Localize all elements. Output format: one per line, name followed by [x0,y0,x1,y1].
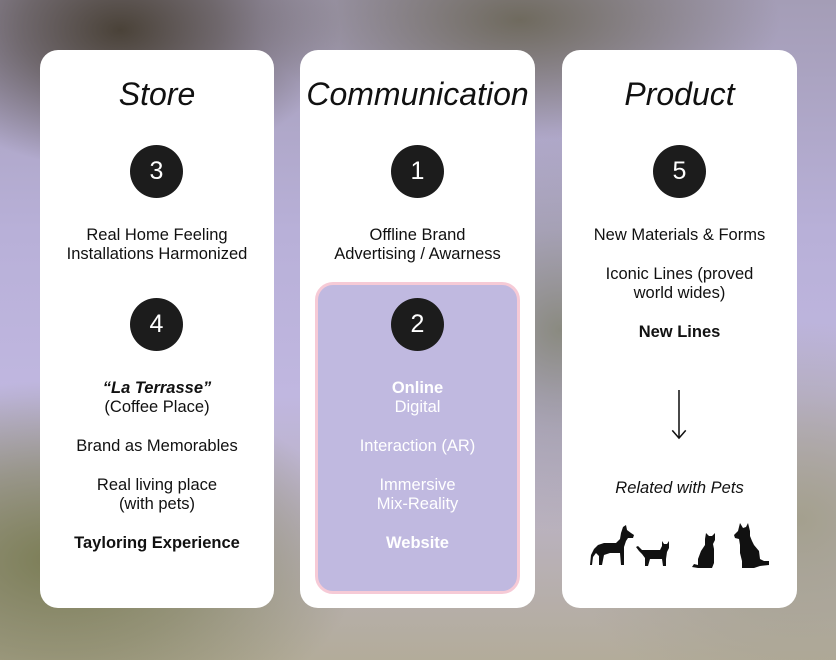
communication-step-badge-2: 2 [391,298,444,351]
store-home-feeling: Real Home Feeling [40,226,274,245]
product-step-badge-5: 5 [653,145,706,198]
product-world-wides: world wides) [562,284,797,303]
interaction-label: Interaction (AR) [318,437,517,456]
product-new-lines: New Lines [562,323,797,342]
sitting-cat-icon [692,533,718,569]
dog-icon [590,525,636,569]
digital-label: Digital [318,398,517,417]
communication-step-badge-1: 1 [391,145,444,198]
communication-title: Communication [300,76,535,112]
communication-offline-brand: Offline Brand [300,226,535,245]
communication-advertising: Advertising / Awarness [300,245,535,264]
store-title: Store [40,76,274,112]
cat-icon [636,539,670,567]
down-arrow-icon [669,390,689,440]
product-related-pets: Related with Pets [562,479,797,498]
pets-illustration [562,523,797,573]
sitting-dog-icon [734,523,770,569]
product-title: Product [562,76,797,112]
store-tayloring: Tayloring Experience [40,534,274,553]
store-card: Store 3 Real Home Feeling Installations … [40,50,274,608]
store-coffee-place: (Coffee Place) [40,398,274,417]
communication-card: Communication 1 Offline Brand Advertisin… [300,50,535,608]
store-with-pets: (with pets) [40,495,274,514]
store-installations: Installations Harmonized [40,245,274,264]
online-label: Online [318,379,517,398]
immersive-label: Immersive [318,476,517,495]
product-iconic-lines: Iconic Lines (proved [562,265,797,284]
mix-reality-label: Mix-Reality [318,495,517,514]
product-new-materials: New Materials & Forms [562,226,797,245]
website-label: Website [318,534,517,553]
product-card: Product 5 New Materials & Forms Iconic L… [562,50,797,608]
store-la-terrasse: “La Terrasse” [40,379,274,398]
store-memorables: Brand as Memorables [40,437,274,456]
store-living-place: Real living place [40,476,274,495]
store-step-badge-4: 4 [130,298,183,351]
online-highlight-box: 2 Online Digital Interaction (AR) Immers… [315,282,520,594]
store-step-badge-3: 3 [130,145,183,198]
